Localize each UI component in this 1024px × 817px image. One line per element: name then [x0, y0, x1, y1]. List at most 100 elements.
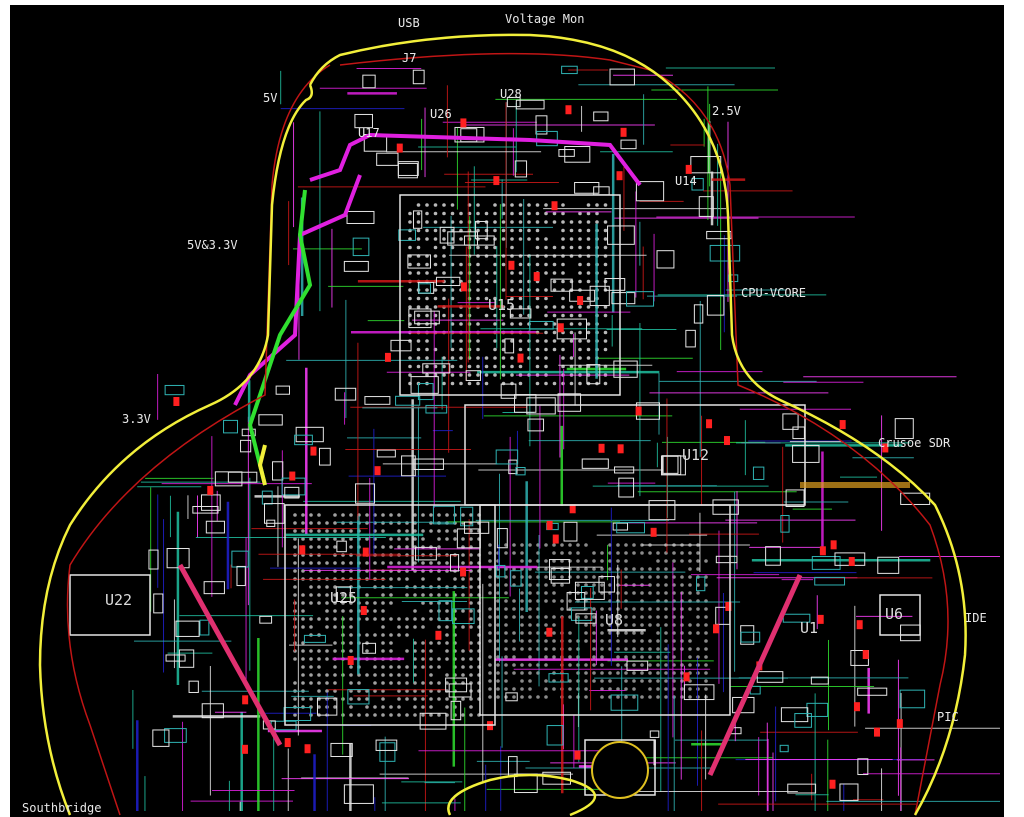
smd-pad [493, 176, 500, 186]
smd-pad [241, 744, 248, 754]
bga-pad [405, 665, 409, 669]
bga-pad [373, 617, 377, 621]
bga-pad [488, 623, 492, 627]
bga-pad [425, 305, 429, 309]
bga-pad [397, 681, 401, 685]
bga-pad [561, 245, 565, 250]
bga-pad [421, 641, 425, 645]
component-footprint [527, 418, 545, 432]
component-footprint [785, 489, 805, 508]
bga-pad [520, 671, 524, 675]
bga-pad [325, 561, 329, 565]
bga-pad [381, 697, 385, 701]
component-footprint [546, 725, 564, 746]
bga-pad [501, 313, 506, 318]
bga-pad [648, 671, 652, 675]
bga-pad [493, 322, 497, 326]
component-footprint [542, 771, 571, 785]
component-footprint [418, 283, 431, 294]
bga-pad [309, 537, 313, 541]
bga-pad [459, 347, 463, 352]
bga-pad [552, 647, 556, 651]
bga-pad [341, 593, 345, 597]
bga-pad [520, 639, 524, 643]
bga-pad [408, 296, 412, 301]
bga-pad [309, 649, 313, 653]
bga-pad [484, 220, 489, 224]
bga-pad [325, 617, 329, 621]
component-footprint [495, 449, 519, 465]
bga-pad [397, 665, 401, 669]
bga-pad [535, 339, 540, 343]
bga-pad [640, 655, 644, 659]
bga-pad [528, 655, 532, 659]
bga-pad [568, 687, 572, 691]
bga-pad [325, 585, 329, 589]
bga-pad [425, 237, 429, 241]
component-footprint [620, 139, 637, 150]
smd-pad [819, 546, 826, 556]
bga-pad [624, 591, 628, 595]
bga-pad [600, 671, 604, 675]
bga-pad [518, 262, 523, 267]
bga-pad [592, 567, 596, 571]
component-footprint [504, 338, 515, 354]
bga-pad [512, 671, 516, 675]
bga-pad [520, 695, 524, 699]
component-footprint [589, 285, 610, 307]
bga-pad [405, 585, 409, 589]
bga-pad [421, 705, 425, 709]
bga-pad [592, 623, 596, 627]
bga-pad [544, 296, 548, 301]
bga-pad [504, 647, 508, 651]
bga-pad [413, 537, 417, 541]
bga-pad [592, 551, 596, 555]
component-footprint [178, 649, 195, 668]
bga-pad [450, 262, 455, 267]
bga-pad [552, 631, 556, 635]
smd-pad [882, 443, 889, 453]
bga-pad [632, 607, 636, 611]
bga-pad [397, 537, 401, 541]
bga-pad [445, 561, 449, 565]
bga-pad [584, 639, 588, 643]
component-footprint [618, 477, 635, 498]
component-footprint [175, 620, 200, 637]
bga-pad [568, 615, 572, 619]
bga-pad [603, 271, 608, 275]
bga-pad [664, 663, 668, 667]
bga-pad [413, 673, 417, 677]
bga-pad [648, 695, 652, 699]
bga-pad [476, 220, 480, 224]
bga-pad [664, 583, 668, 587]
bga-pad [450, 279, 455, 284]
component-footprint [740, 631, 761, 643]
bga-pad [504, 671, 508, 675]
component-footprint [364, 396, 391, 405]
bga-pad [476, 373, 480, 377]
bga-pad [578, 313, 582, 318]
bga-pad [461, 513, 465, 517]
bga-pad [544, 639, 548, 643]
bga-pad [632, 655, 636, 659]
bga-pad [688, 695, 692, 699]
component-footprint [294, 434, 313, 446]
bga-pad [317, 537, 321, 541]
bga-pad [429, 529, 433, 533]
bga-pad [408, 271, 412, 275]
bga-pad [488, 607, 492, 611]
bga-pad [656, 607, 660, 611]
bga-pad [437, 681, 441, 685]
bga-pad [413, 713, 417, 717]
bga-pad [469, 705, 473, 709]
bga-pad [416, 305, 421, 309]
bga-pad [333, 513, 337, 517]
bga-pad [664, 615, 668, 619]
bga-pad [397, 705, 401, 709]
bga-pad [453, 577, 457, 581]
bga-pad [408, 356, 412, 360]
bga-pad [518, 211, 523, 216]
component-footprint [526, 397, 556, 415]
bga-pad [504, 639, 508, 643]
bga-pad [416, 237, 421, 241]
